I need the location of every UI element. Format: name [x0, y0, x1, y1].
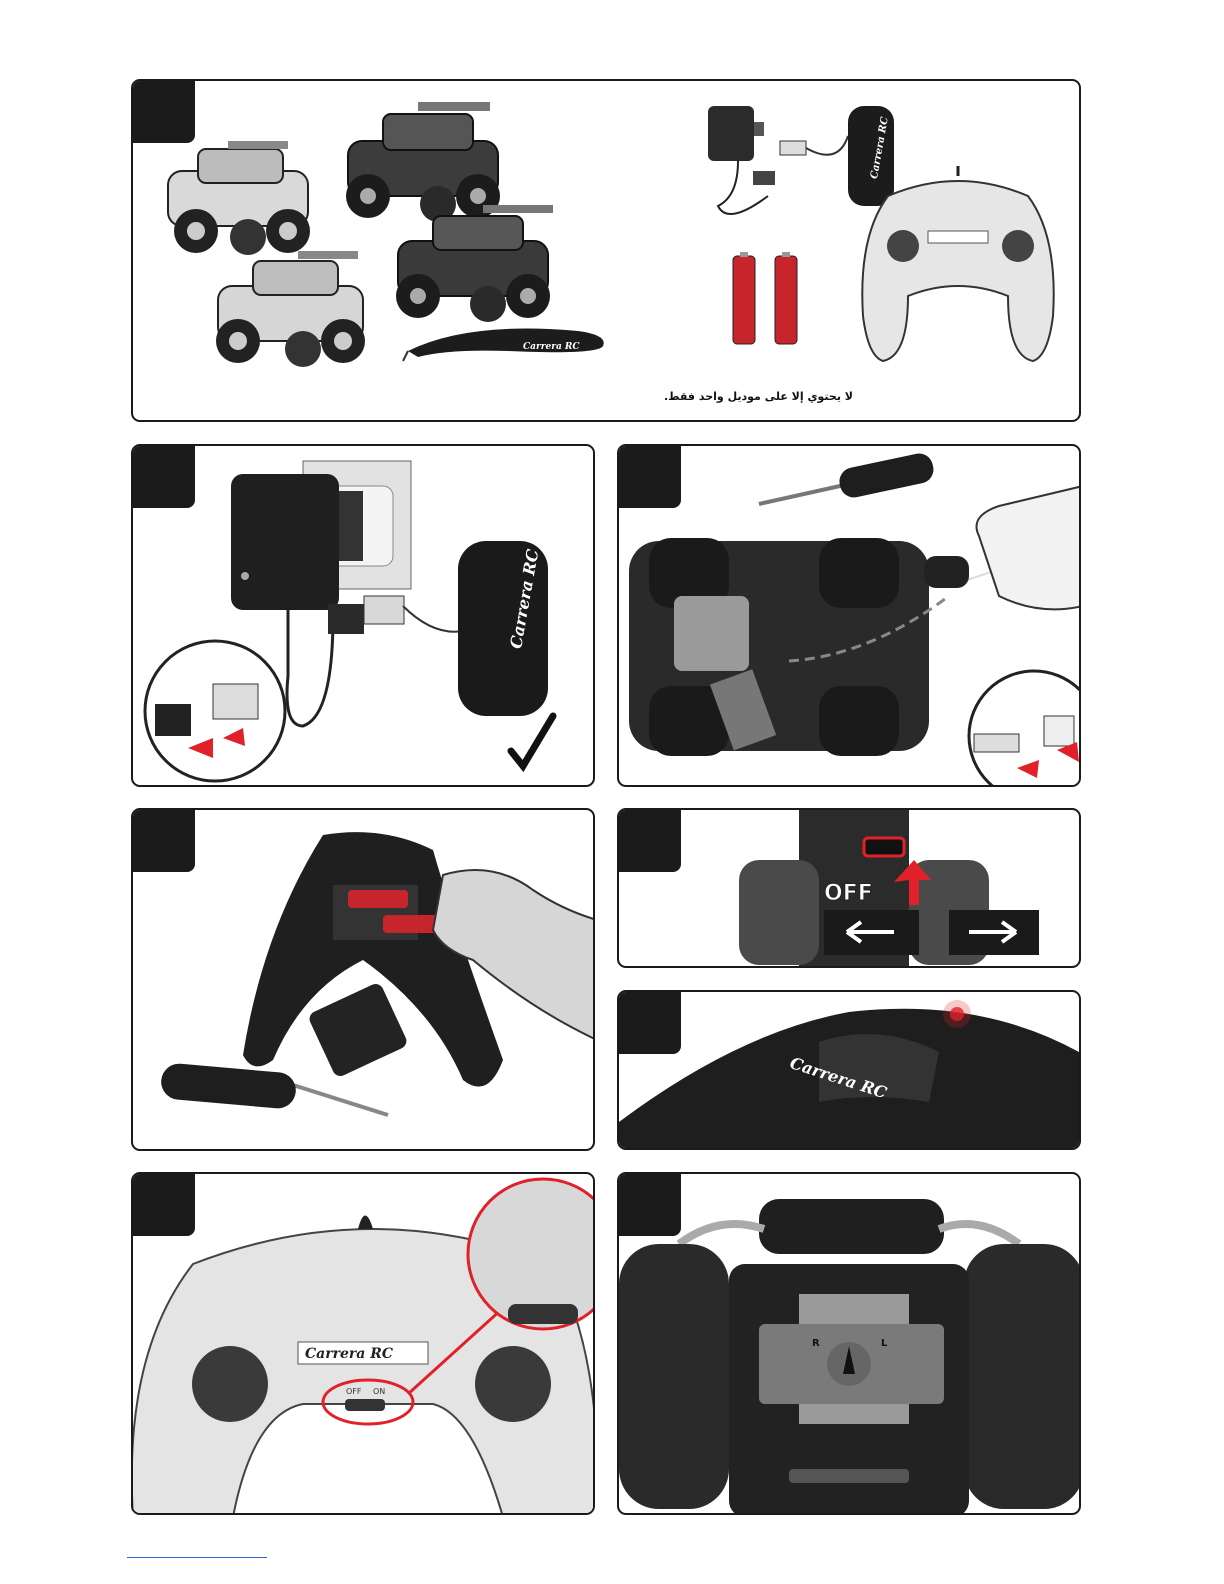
battery-insert-illustration [619, 446, 1081, 787]
truck-variant-4 [216, 251, 365, 367]
remote-controller [862, 166, 1053, 361]
led-indicator-illustration: Carrera RC [619, 992, 1081, 1150]
right-stick [475, 1346, 551, 1422]
checkmark-icon [511, 716, 553, 766]
power-switch [345, 1399, 385, 1411]
power-switch-highlight [864, 838, 904, 856]
step-7-panel: Carrera RC OFF ON [131, 1172, 595, 1515]
controller-switch-illustration: Carrera RC OFF ON [133, 1174, 595, 1515]
wall-adapter [231, 474, 339, 610]
battery-cover [307, 981, 409, 1078]
off-label: OFF [346, 1387, 362, 1396]
trim-left-label: R [812, 1338, 820, 1349]
on-label: ON [373, 1387, 385, 1396]
charging-illustration: Carrera RC [133, 446, 595, 787]
screwdriver-handle [160, 1062, 298, 1110]
package-contents-illustration: Carrera RC Carrera RC [133, 81, 1081, 422]
front-right-wheel [964, 1244, 1081, 1509]
truck-variant-2 [346, 102, 500, 222]
screwdriver [759, 484, 849, 504]
step-1-panel: Carrera RC Carrera RC [131, 79, 1081, 422]
wheel-left [739, 860, 819, 965]
step-2-panel: Carrera RC [131, 444, 595, 787]
car-switch-illustration: OFF [619, 810, 1081, 968]
controller-battery-illustration [133, 810, 595, 1151]
step-5-panel: OFF [617, 808, 1081, 968]
step-4-panel [131, 808, 595, 1151]
screwdriver-shaft [293, 1085, 388, 1115]
battery-pack: Carrera RC [848, 106, 894, 206]
off-label: OFF [824, 881, 873, 906]
svg-text:Carrera RC: Carrera RC [523, 342, 580, 352]
front-left-wheel [619, 1244, 729, 1509]
charger [708, 106, 848, 214]
truck-variant-3 [396, 205, 553, 322]
svg-text:Carrera RC: Carrera RC [305, 1346, 393, 1362]
step-3-panel [617, 444, 1081, 787]
footer-line [127, 1557, 267, 1558]
step-8-panel: R L [617, 1172, 1081, 1515]
contents-note: لا يحتوي إلا على موديل واحد فقط. [683, 390, 853, 403]
left-stick [192, 1346, 268, 1422]
steering-trim-illustration: R L [619, 1174, 1081, 1515]
truck-variant-1 [168, 141, 310, 255]
trim-right-label: L [881, 1338, 888, 1349]
step-6-panel: Carrera RC [617, 990, 1081, 1150]
aa-batteries [733, 252, 797, 344]
lanyard: Carrera RC [403, 329, 604, 362]
